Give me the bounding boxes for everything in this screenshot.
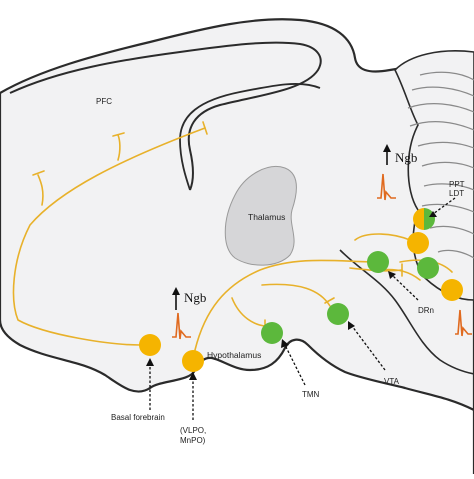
ppt-ldt-nucleus <box>413 208 435 230</box>
label-pfc: PFC <box>96 97 112 106</box>
drn-nucleus-2 <box>417 257 439 279</box>
pointer-arrows <box>149 197 456 420</box>
pathway-brainstem <box>354 233 411 241</box>
label-tmn: TMN <box>302 390 320 399</box>
spike-trace-right <box>377 173 396 201</box>
pathway-branch-1 <box>37 174 44 206</box>
label-ppt: PPT <box>449 180 465 189</box>
drn-nucleus-1 <box>367 251 389 273</box>
callosum-fold <box>9 41 322 191</box>
thalamus-shape <box>224 166 297 266</box>
label-thalamus: Thalamus <box>248 212 285 222</box>
pathway-hypo-up <box>194 259 381 351</box>
pointer-arrowheads <box>146 211 437 380</box>
up-arrow-icon <box>172 287 180 310</box>
spike-trace-bottom <box>455 309 472 337</box>
vta-nucleus <box>327 303 349 325</box>
brainstem-orange-nucleus <box>407 232 429 254</box>
label-ldt: LDT <box>449 189 464 198</box>
pathway-branch-2 <box>117 134 121 161</box>
label-drn: DRn <box>418 306 434 315</box>
callosum-inner <box>179 83 321 191</box>
label-vta: VTA <box>384 377 400 386</box>
tmn-nucleus <box>261 322 283 344</box>
pathway-bf-pfc <box>12 127 206 346</box>
label-basal-forebrain: Basal forebrain <box>111 413 165 422</box>
label-vlpo-line2: MnPO) <box>180 436 206 445</box>
cerebellum-folia <box>407 71 474 259</box>
label-ngb-right: Ngb <box>395 150 417 165</box>
spike-trace-left <box>172 312 191 340</box>
label-vlpo-line1: (VLPO, <box>180 426 206 435</box>
label-hypothalamus: Hypothalamus <box>207 350 261 360</box>
hypothalamus-nucleus <box>182 350 204 372</box>
basal-forebrain-nucleus <box>139 334 161 356</box>
up-arrow-icon-right <box>383 144 391 165</box>
pons-orange-nucleus <box>441 279 463 301</box>
label-ngb-left: Ngb <box>184 290 206 305</box>
brainstem-boundary <box>339 249 474 375</box>
pathway-hypo-tmn <box>231 297 266 327</box>
